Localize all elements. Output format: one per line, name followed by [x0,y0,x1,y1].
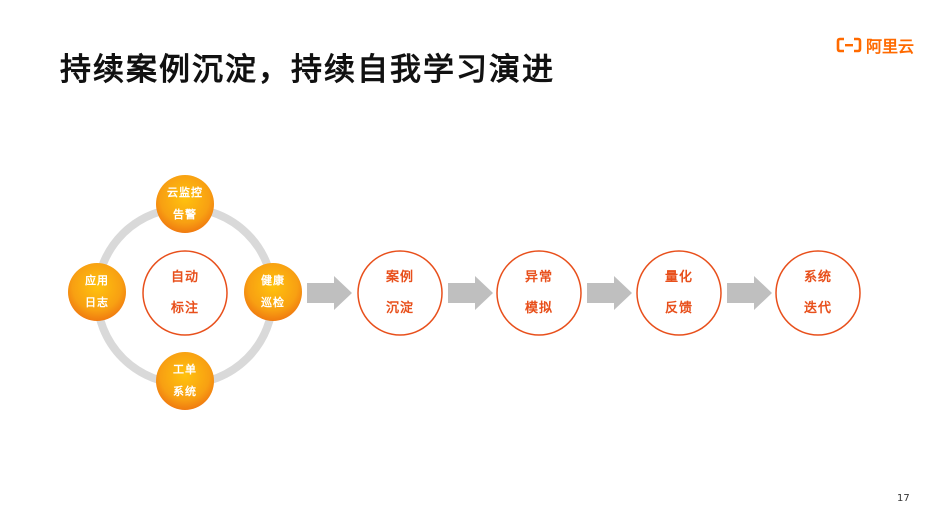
page-title: 持续案例沉淀，持续自我学习演进 [60,52,555,88]
step-quantified-feedback: 量化 反馈 [637,251,721,335]
step-label-line2: 模拟 [524,301,553,316]
node-label-line2: 系统 [173,385,197,398]
node-circle-ticket-system [156,352,214,410]
node-circle-cloud-monitor [156,175,214,233]
node-label-line2: 巡检 [261,296,285,309]
aliyun-logo-icon [836,37,862,53]
node-label-line1: 云监控 [167,186,203,199]
step-circle-case [357,250,443,336]
node-label-line1: 工单 [173,363,197,376]
node-health-check: 健康 巡检 [244,263,302,321]
step-label-line1: 案例 [385,270,414,285]
right-arrow-icon [587,276,632,310]
node-circle-app-log [68,263,126,321]
step-anomaly-simulation: 异常 模拟 [497,251,581,335]
node-app-log: 应用 日志 [68,263,126,321]
step-label-line2: 沉淀 [385,301,414,316]
node-cloud-monitor: 云监控 告警 [156,175,214,233]
node-label-line1: 健康 [261,274,285,287]
step-label-line2: 反馈 [664,301,693,316]
right-arrow-icon [307,276,352,310]
node-ticket-system: 工单 系统 [156,352,214,410]
step-system-iteration: 系统 迭代 [776,251,860,335]
step-label-line2: 迭代 [803,301,832,316]
step-circle-iteration [775,250,861,336]
logo-text: 阿里云 [866,37,915,56]
step-circle-anomaly [496,250,582,336]
step-label-line1: 量化 [664,270,693,285]
right-arrow-icon [448,276,493,310]
page-number: 17 [897,493,910,504]
center-node-circle [142,250,228,336]
center-node: 自动 标注 [143,251,227,335]
step-label-line1: 系统 [803,270,832,285]
node-label-line2: 告警 [173,208,197,221]
step-case-accumulation: 案例 沉淀 [358,251,442,335]
node-label-line2: 日志 [85,296,109,309]
step-label-line1: 异常 [524,270,553,285]
aliyun-logo: 阿里云 [836,33,914,57]
node-label-line1: 应用 [85,274,109,287]
step-circle-feedback [636,250,722,336]
right-arrow-icon [727,276,772,310]
center-node-line2: 标注 [170,301,199,316]
center-node-line1: 自动 [170,270,199,285]
node-circle-health-check [244,263,302,321]
